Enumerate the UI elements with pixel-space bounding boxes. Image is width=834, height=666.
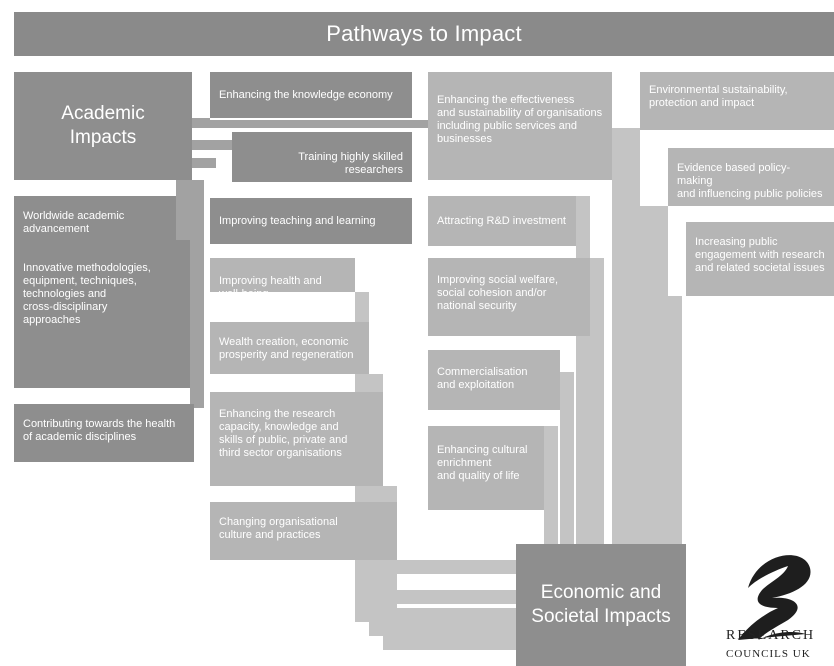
connector-fourth-5 [668,296,682,546]
third-item-cultural-enrichment: Enhancing cultural enrichment and qualit… [428,426,544,510]
logo-text-councils-uk: COUNCILS UK [726,648,811,660]
economic-societal-impacts-hub: Economic and Societal Impacts [516,544,686,666]
rcuk-swoosh-logo [738,555,811,640]
middle-item-training-researchers: Training highly skilled researchers [232,132,412,182]
academic-item-health-of-disciplines: Contributing towards the health of acade… [14,404,194,462]
third-item-commercialisation: Commercialisation and exploitation [428,350,560,410]
connector-fourth-3 [640,206,654,546]
connector-academic-middle-3 [192,158,216,168]
connector-middle-4 [397,560,517,574]
connector-fourth-2 [626,128,640,546]
middle-item-knowledge-economy: Enhancing the knowledge economy [210,72,412,118]
third-item-effectiveness: Enhancing the effectiveness and sustaina… [428,72,612,180]
fourth-item-policy-making: Evidence based policy-making and influen… [668,148,834,206]
middle-item-wealth-creation: Wealth creation, economic prosperity and… [210,322,369,374]
connector-academic-middle-2 [192,140,232,150]
academic-item-methodologies: Innovative methodologies, equipment, tec… [14,240,190,388]
connector-third-2 [590,258,604,546]
connector-middle-h4 [397,590,517,604]
middle-item-organisational-culture: Changing organisational culture and prac… [210,502,397,560]
fourth-item-public-engagement: Increasing public engagement with resear… [686,222,834,296]
connector-middle-h3 [383,636,517,650]
connector-middle-h1 [355,608,517,622]
connector-fourth-1 [612,128,626,546]
connector-third-4 [544,426,558,546]
connector-academic-left-2 [190,180,204,408]
page-title: Pathways to Impact [14,12,834,56]
middle-item-health-wellbeing: Improving health and well-being [210,258,355,300]
connector-middle-h2 [369,622,517,636]
academic-impacts-hub: Academic Impacts [14,72,192,180]
connector-third-3 [560,372,574,546]
middle-item-teaching-learning: Improving teaching and learning [210,198,412,244]
fourth-item-environmental: Environmental sustainability, protection… [640,72,834,130]
connector-third-1 [576,196,590,546]
logo-text-research: RESEARCH [726,628,816,643]
connector-fourth-4 [654,206,668,546]
connector-academic-right [192,120,612,128]
third-item-rd-investment: Attracting R&D investment [428,196,576,246]
third-item-social-welfare: Improving social welfare, social cohesio… [428,258,590,336]
middle-item-research-capacity: Enhancing the research capacity, knowled… [210,392,383,486]
